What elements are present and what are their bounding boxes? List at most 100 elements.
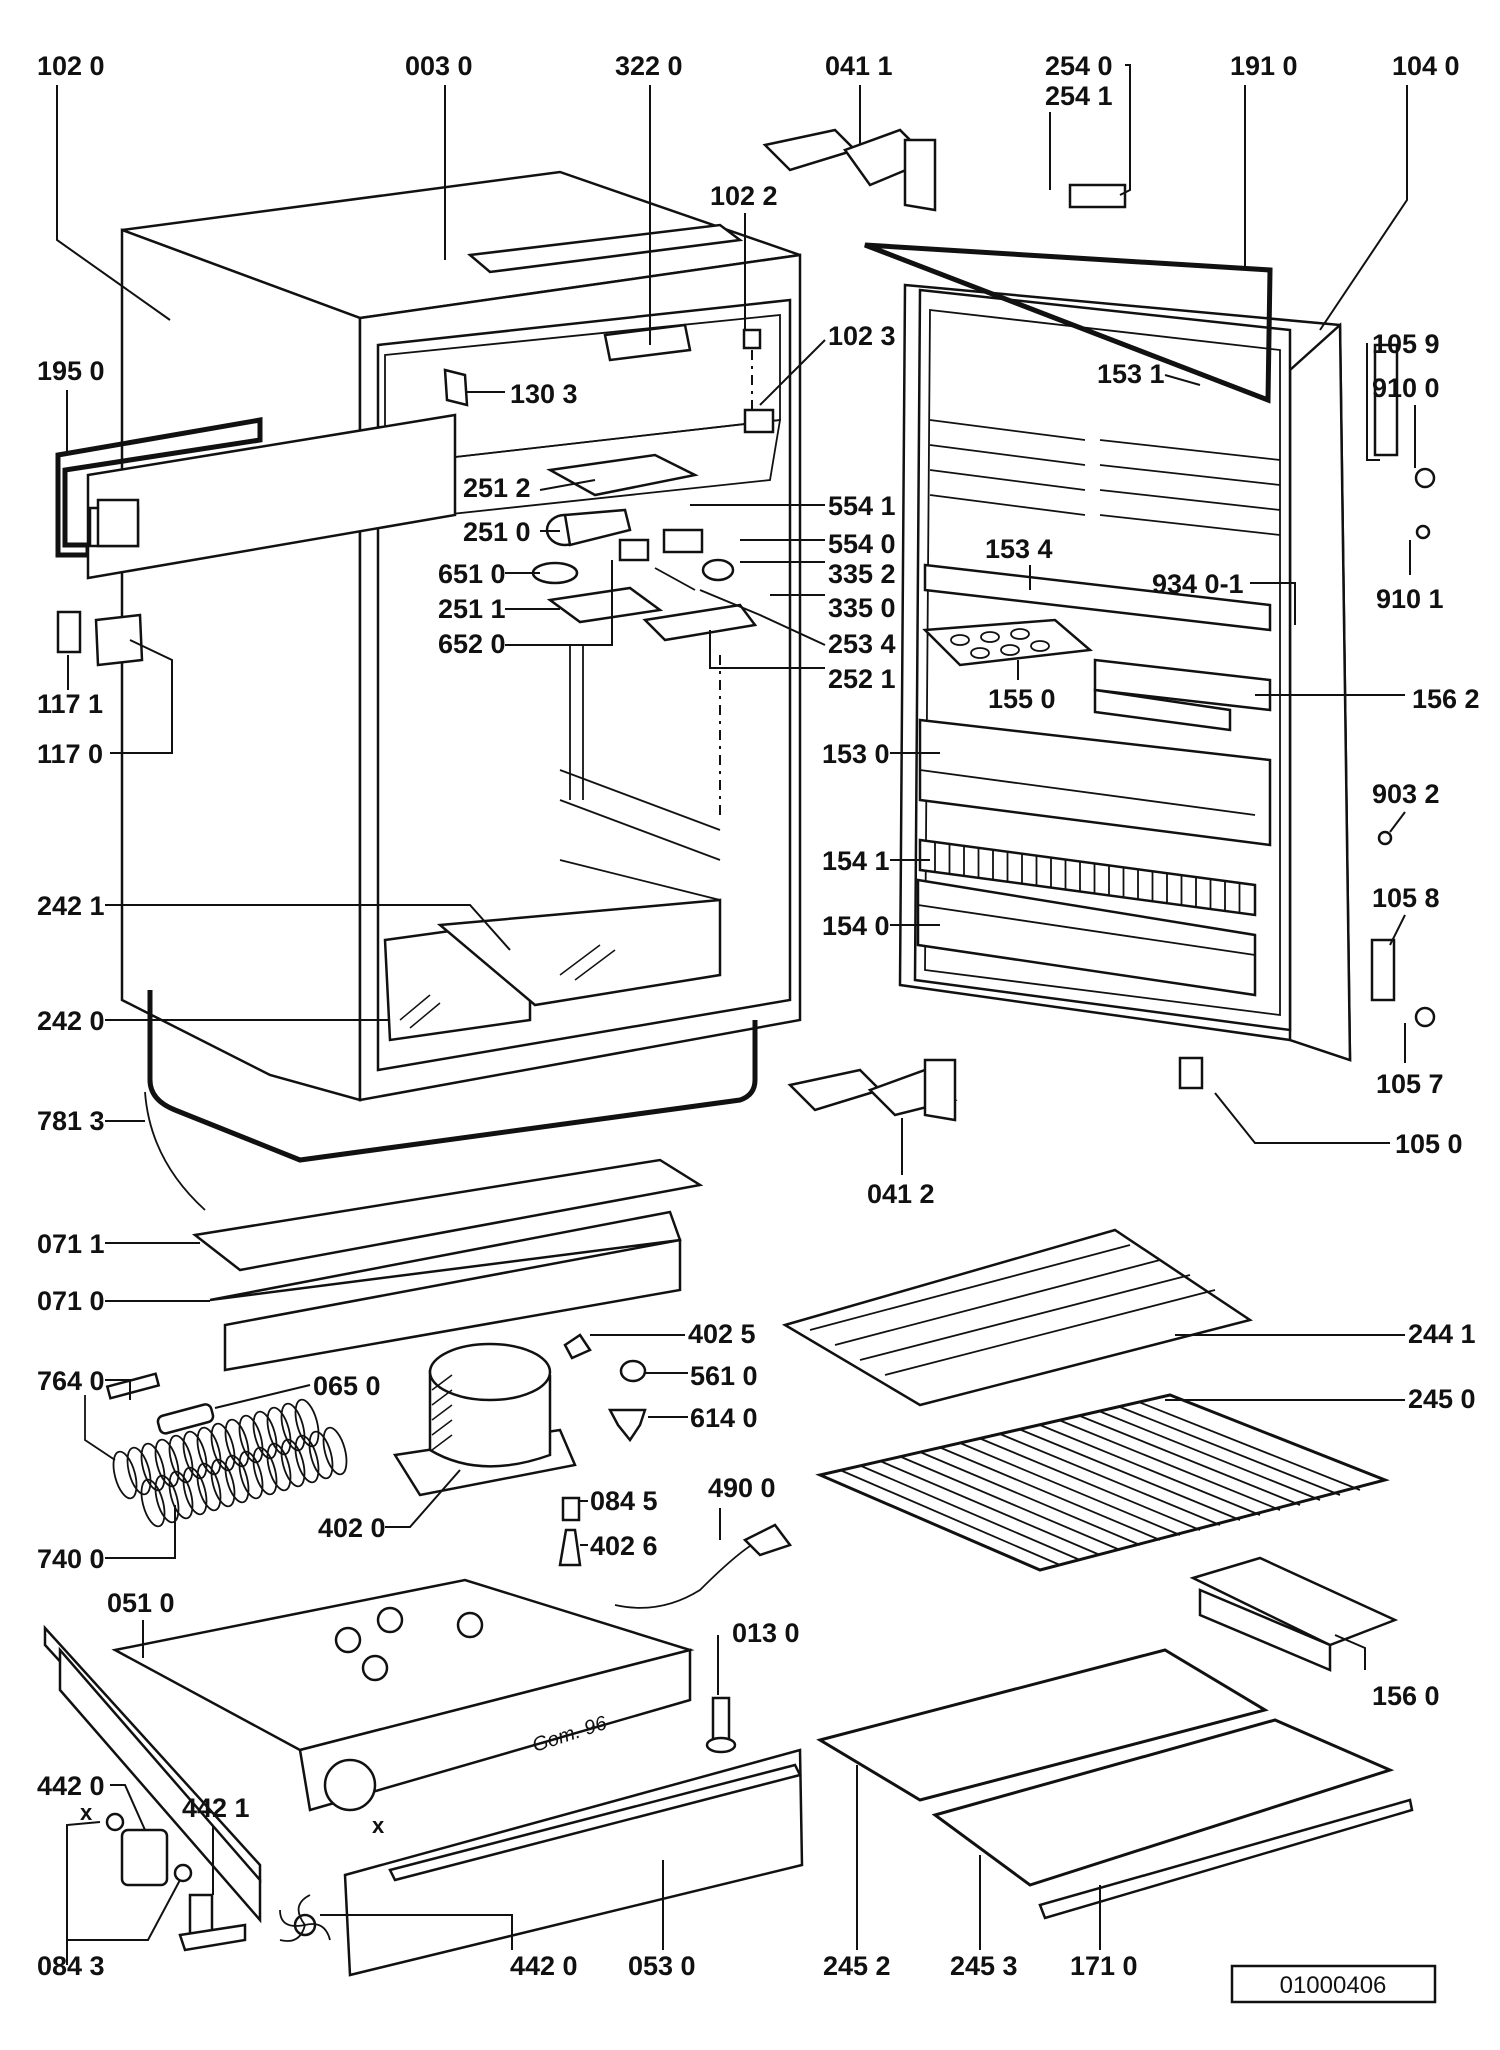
callout-relay: 561 0 (690, 1361, 758, 1391)
upper-hinge-drawing (762, 128, 937, 212)
coil-loop (280, 1402, 306, 1452)
callout-wire-shelf-3: 245 3 (950, 1951, 1018, 1981)
condenser-coil-drawing (112, 1398, 348, 1528)
control-panel-drawing (55, 413, 457, 667)
callout-kick-plate: 053 0 (628, 1951, 696, 1981)
callout-light-diffuser: 252 1 (828, 664, 896, 694)
leader-line-ice-tray (1334, 1634, 1366, 1670)
callout-power-cord: 490 0 (708, 1473, 776, 1503)
wire-rod (959, 1442, 1181, 1536)
adjustable-foot-drawing (705, 1696, 737, 1754)
callout-compressor-clip: 402 5 (688, 1319, 756, 1349)
wire-rod (839, 1469, 1061, 1566)
callout-bottle-retainer: 154 1 (822, 846, 890, 876)
callout-crisper-right: 242 1 (37, 891, 105, 921)
wire-rod (939, 1446, 1161, 1541)
leader-line-capillary-filter (105, 1379, 131, 1400)
leader-line-plug-cap (1389, 811, 1406, 833)
callout-hinge-cover-insert: 117 1 (37, 689, 103, 719)
leader-line-dryer (214, 1384, 311, 1409)
leader-line-door-hinge-plate (1366, 343, 1380, 461)
wire-rod (899, 1455, 1121, 1551)
callout-switch-clip: 554 1 (828, 491, 896, 521)
wire-rod (1139, 1401, 1361, 1491)
callout-fan-blade: 442 0 (510, 1951, 578, 1981)
wire-rod (979, 1437, 1201, 1531)
leader-line-door-screw (1250, 582, 1296, 625)
plug-drawing (742, 1523, 793, 1557)
callout-control-panel-frame: 195 0 (37, 356, 105, 386)
wire-rod (1019, 1428, 1241, 1521)
callout-door-hinge-plate: 105 9 (1372, 329, 1440, 359)
leader-line-compressor (385, 1469, 461, 1528)
lower-hinge-plate-drawing (1370, 938, 1396, 1002)
callout-door-screw: 934 0-1 (1152, 569, 1244, 599)
callout-hinge-pin: 910 0 (1372, 373, 1440, 403)
leader-line-lamp-socket (505, 560, 613, 646)
compressor-clip-drawing (563, 1333, 592, 1360)
leader-line-lower-hinge-plate (1389, 914, 1406, 946)
leader-lines (56, 64, 1416, 1965)
callout-butter-box: 156 2 (1412, 684, 1480, 714)
air-deflector-drawing (443, 368, 469, 407)
callout-base-frame: 051 0 (107, 1588, 175, 1618)
wire-rod (1059, 1419, 1281, 1511)
leader-line-door (1319, 85, 1408, 331)
coil-loop (238, 1414, 264, 1464)
callout-glass-shelf: 244 1 (1408, 1319, 1476, 1349)
wire-shelf-2450-drawing (815, 1393, 1390, 1572)
coil-loop (210, 1422, 236, 1472)
callout-dryer: 065 0 (313, 1371, 381, 1401)
stop-bolt-drawing (742, 328, 762, 350)
door-drawing (864, 242, 1352, 1062)
coil-loop (224, 1418, 250, 1468)
fan-assembly-drawing (105, 1812, 331, 1952)
callout-door-handle-cap: 254 0 (1045, 51, 1113, 81)
kick-plate-drawing (343, 1748, 804, 1977)
callout-compressor: 402 0 (318, 1513, 386, 1543)
callout-drain-hose: 781 3 (37, 1106, 105, 1136)
wire-rod (1039, 1424, 1261, 1516)
mounting-pin-drawing (558, 1528, 582, 1567)
callout-fan-bracket: 442 1 (182, 1793, 250, 1823)
callout-stop-bolt: 102 2 (710, 181, 778, 211)
callout-thermostat-rod: 253 4 (828, 629, 896, 659)
callout-lower-rail: 071 0 (37, 1286, 105, 1316)
coil-loop (322, 1426, 348, 1476)
leader-line-lower-hinge (1214, 1092, 1390, 1144)
leader-line-cabinet (56, 85, 171, 321)
callout-thermostat: 335 0 (828, 593, 896, 623)
coil-loop (126, 1446, 152, 1496)
callout-door-handle-base: 254 1 (1045, 81, 1113, 111)
callout-top-strip: 003 0 (405, 51, 473, 81)
callout-plug-cap: 903 2 (1372, 779, 1440, 809)
leader-line-hinge-cover (110, 639, 173, 754)
wire-shelf-2452-drawing (816, 1648, 1269, 1802)
callout-grommet: 084 5 (590, 1486, 658, 1516)
callout-wire-shelf-2: 245 2 (823, 1951, 891, 1981)
leader-line-door-handle-cap (1119, 64, 1131, 196)
ice-tray-drawing (1189, 1556, 1399, 1672)
top-bracket-drawing (603, 323, 692, 362)
leader-line-condenser-coil (105, 1505, 176, 1559)
wire-rod (859, 1464, 1081, 1561)
callout-lamp-cover: 251 1 (438, 594, 506, 624)
callout-motor-mounts: 084 3 (37, 1951, 105, 1981)
callout-door: 104 0 (1392, 51, 1460, 81)
leader-line-light-diffuser (709, 630, 825, 669)
callout-shelf-trim: 171 0 (1070, 1951, 1138, 1981)
callout-overload-protector: 614 0 (690, 1403, 758, 1433)
callout-upper-rail: 071 1 (37, 1229, 105, 1259)
power-cord-drawing (614, 1539, 761, 1609)
leader-line-thermostat-rod (699, 589, 826, 646)
lower-hinge-drawing (787, 1058, 958, 1122)
shelf-trim-drawing (1038, 1798, 1414, 1920)
callout-capillary-filter: 764 0 (37, 1366, 105, 1396)
lower-hinge-pin-drawing (1178, 1056, 1204, 1090)
callout-hinge-cover: 117 0 (37, 739, 103, 769)
wire-rod (1099, 1410, 1321, 1501)
callout-bottle-shelf: 154 0 (822, 911, 890, 941)
callout-fan-motor: 442 0 (37, 1771, 105, 1801)
callout-crisper-left: 242 0 (37, 1006, 105, 1036)
capillary-filter-drawing (105, 1372, 161, 1400)
